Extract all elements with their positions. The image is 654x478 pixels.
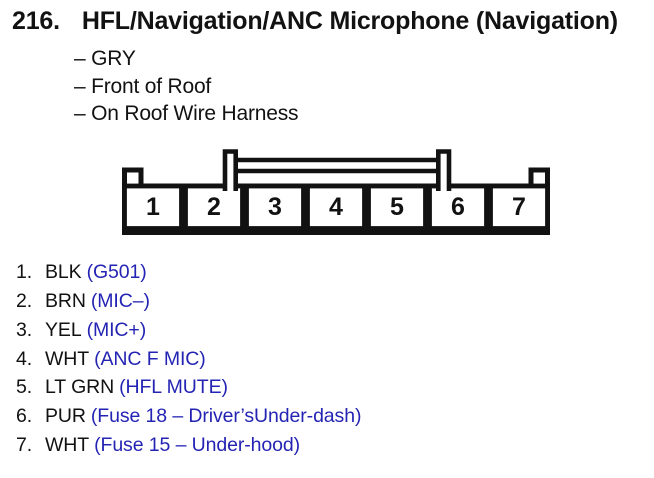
pin-number: 6. xyxy=(16,405,33,428)
pin-number: 4. xyxy=(16,347,33,370)
wire-color: WHT xyxy=(45,434,90,457)
pin-cavity xyxy=(122,183,184,231)
pin-number: 7. xyxy=(16,434,33,457)
wire-function: (HFL MUTE) xyxy=(119,376,228,399)
wire-color: BRN xyxy=(45,289,86,312)
pin-list-item: 5. LT GRN (HFL MUTE) xyxy=(16,373,361,402)
wire-function: (Fuse 18 – Driver’sUnder-dash) xyxy=(90,405,362,428)
pin-cavity xyxy=(244,183,306,231)
latch-bar xyxy=(233,157,441,174)
wire-function: (MIC–) xyxy=(90,289,150,312)
pin-list-item: 1. BLK (G501) xyxy=(16,258,361,287)
pin-list-item: 4. WHT (ANC F MIC) xyxy=(16,345,361,374)
pin-cavity xyxy=(366,183,428,231)
pin-number: 3. xyxy=(16,318,33,341)
wire-function: (G501) xyxy=(86,261,147,283)
pin-list-item: 6. PUR (Fuse 18 – Driver’sUnder-dash) xyxy=(16,402,361,431)
pin-cavity-outlines xyxy=(122,183,550,231)
latch-post-right xyxy=(436,149,452,191)
wire-function: (MIC+) xyxy=(86,318,147,341)
wire-color: PUR xyxy=(45,405,86,428)
wire-color: YEL xyxy=(45,318,82,341)
location-item: – GRY xyxy=(74,47,136,70)
pin-list-item: 2. BRN (MIC–) xyxy=(16,287,361,316)
pin-number: 1. xyxy=(16,261,33,283)
wire-function: (ANC F MIC) xyxy=(94,347,206,370)
pin-cavity xyxy=(183,183,245,231)
connector-diagram xyxy=(122,149,550,235)
pin-number: 5. xyxy=(16,376,33,399)
pin-cavity xyxy=(488,183,550,231)
page-title: 216. HFL/Navigation/ANC Microphone (Navi… xyxy=(12,7,618,35)
latch-post-left xyxy=(222,149,238,191)
pin-number: 2. xyxy=(16,289,33,312)
wire-color: BLK xyxy=(45,261,82,283)
connector-location-list: – GRY – Front of Roof – On Roof Wire Har… xyxy=(74,45,299,128)
pin-cavity xyxy=(427,183,489,231)
pin-cavity xyxy=(305,183,367,231)
page-title-text: HFL/Navigation/ANC Microphone (Navigatio… xyxy=(81,7,618,35)
location-item: – Front of Roof xyxy=(74,74,212,98)
pin-list: 1. BLK (G501) 2. BRN (MIC–) 3. YEL (MIC+… xyxy=(16,258,361,460)
pin-list-item: 3. YEL (MIC+) xyxy=(16,316,361,345)
wire-color: WHT xyxy=(45,347,90,370)
location-item: – On Roof Wire Harness xyxy=(74,102,299,125)
pin-list-item: 7. WHT (Fuse 15 – Under-hood) xyxy=(16,431,361,460)
wire-color: LT GRN xyxy=(45,376,115,399)
wire-function: (Fuse 15 – Under-hood) xyxy=(94,434,301,457)
section-number: 216. xyxy=(12,7,60,35)
